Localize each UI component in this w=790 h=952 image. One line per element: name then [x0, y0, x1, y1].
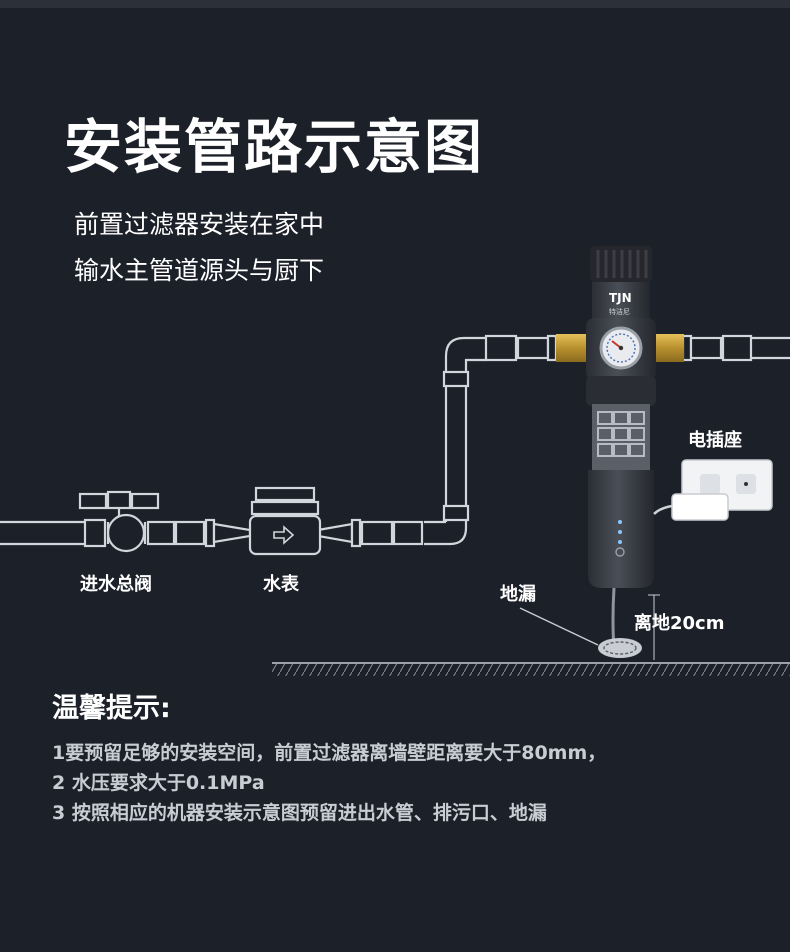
height-dimension [648, 594, 660, 660]
water-meter [248, 486, 322, 556]
tips-list: 1要预留足够的安装空间，前置过滤器离墙壁距离要大于80mm， 2 水压要求大于0… [52, 738, 606, 828]
ground [272, 662, 790, 676]
tip-line-1: 1要预留足够的安装空间，前置过滤器离墙壁距离要大于80mm， [52, 742, 607, 764]
subtitle-line-2: 输水主管道源头与厨下 [74, 256, 325, 285]
socket [653, 459, 773, 521]
brand-sub: 特洁尼 [609, 307, 630, 316]
brass-fittings [556, 334, 684, 362]
label-floor-drain: 地漏 [500, 583, 536, 605]
subtitle-line-1: 前置过滤器安装在家中 [74, 210, 325, 239]
tips-title: 温馨提示: [52, 693, 171, 724]
tip-line-2: 2 水压要求大于0.1MPa [52, 772, 265, 794]
label-socket: 电插座 [688, 429, 742, 451]
tip-line-3: 3 按照相应的机器安装示意图预留进出水管、排污口、地漏 [52, 802, 547, 824]
page-subtitle: 前置过滤器安装在家中 输水主管道源头与厨下 [74, 202, 324, 294]
label-main-valve: 进水总阀 [80, 573, 152, 595]
page-title: 安装管路示意图 [64, 113, 485, 181]
brand-logo: TJN [609, 291, 632, 305]
main-valve [78, 490, 160, 553]
top-band [0, 0, 790, 8]
label-height: 离地20cm [634, 612, 724, 634]
floor-drain [519, 607, 642, 658]
label-water-meter: 水表 [263, 573, 300, 595]
pipeline-diagram: TJN 特洁尼 进水总阀 水表 电插座 地漏 离地20cm [0, 246, 790, 676]
pipe-system [0, 334, 790, 548]
pre-filter [586, 246, 656, 651]
